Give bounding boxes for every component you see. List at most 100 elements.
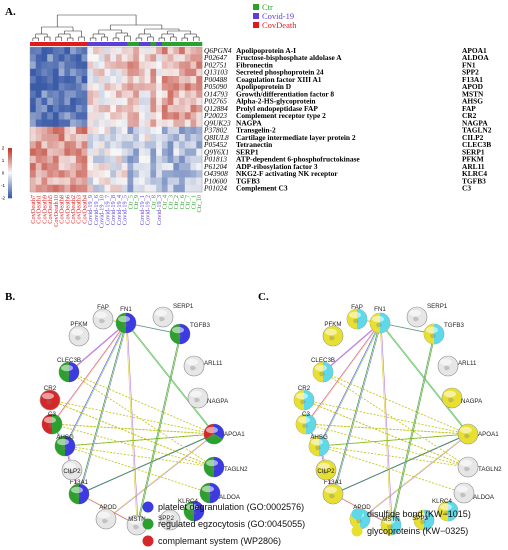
net-b-node-sector	[214, 457, 224, 477]
net-b-node-gloss	[190, 390, 202, 398]
net-b-node-fap	[92, 308, 114, 330]
column-label: CovDeath2	[70, 195, 77, 224]
heatmap-cell	[138, 61, 145, 70]
net-b-node-serp1	[152, 306, 174, 328]
heatmap-cell	[58, 119, 65, 128]
column-label: Covid-19_1	[139, 195, 146, 225]
term-label: complemant system (WP2806)	[158, 536, 281, 546]
heatmap-cell	[30, 68, 37, 77]
heatmap-cell	[133, 112, 140, 120]
row-protein-name: Apolipoprotein A-I	[236, 46, 296, 55]
heatmap-cell	[196, 83, 203, 91]
heatmap-cell	[167, 126, 174, 135]
heatmap-cell	[138, 54, 145, 62]
heatmap-cell	[121, 68, 128, 77]
heatmap-cell	[81, 141, 88, 149]
net-c-node-label: F13A1	[324, 479, 343, 486]
heatmap-cell	[93, 141, 100, 149]
color-scale-step	[8, 168, 12, 171]
row-accession: P05452	[203, 140, 227, 149]
heatmap-cell	[150, 97, 157, 106]
heatmap-cell	[196, 163, 203, 171]
net-c-edge	[305, 322, 381, 425]
heatmap-cell	[64, 97, 71, 106]
net-c-node-label: SPP2	[412, 515, 428, 522]
group-bar-cell	[150, 42, 157, 46]
heatmap-cell	[87, 61, 94, 70]
heatmap-cell	[116, 47, 123, 55]
heatmap-cell	[144, 54, 151, 62]
color-scale-step	[8, 178, 12, 181]
heatmap-cell	[196, 170, 203, 178]
heatmap-cell	[190, 163, 197, 171]
heatmap-cell	[93, 163, 100, 171]
heatmap-cell	[167, 61, 174, 70]
net-c-node-label: FAP	[351, 304, 363, 311]
heatmap-cell	[41, 61, 48, 70]
net-c-node-label: ARL11	[458, 360, 477, 367]
heatmap-cell	[184, 163, 191, 171]
column-label: CovDeath1	[36, 195, 43, 224]
net-b-edge	[78, 433, 215, 495]
net-b-node-label: NAGPA	[207, 398, 229, 405]
heatmap-cell	[30, 47, 37, 55]
net-c-node-pfkm	[322, 325, 344, 347]
heatmap-cell	[70, 177, 77, 186]
heatmap-cell	[127, 105, 134, 113]
heatmap-cell	[47, 97, 54, 106]
net-c-node-label: APOA1	[478, 431, 499, 438]
net-c-node-arl11	[437, 355, 459, 377]
column-label: Ctr_6	[179, 195, 186, 209]
heatmap-cell	[52, 54, 59, 62]
heatmap-cell	[121, 134, 128, 142]
heatmap-cell	[196, 68, 203, 77]
column-label: CovDeath3	[76, 195, 83, 224]
net-b-node-structure	[194, 397, 200, 403]
heatmap-cell	[35, 170, 42, 178]
row-gene: FN1	[462, 60, 476, 69]
heatmap-cell	[87, 119, 94, 128]
heatmap-cell	[75, 163, 82, 171]
color-scale-tick: 1	[2, 158, 5, 163]
net-b-node-gloss	[64, 462, 76, 470]
heatmap-cell	[87, 97, 94, 106]
heatmap-cell	[156, 184, 163, 193]
heatmap-cell	[75, 90, 82, 99]
heatmap-cell	[161, 90, 168, 99]
net-c-node-gloss	[383, 517, 395, 525]
heatmap-cell	[98, 155, 105, 164]
group-bar-cell	[138, 42, 145, 46]
row-accession: O43908	[204, 169, 228, 178]
color-scale-step	[8, 184, 12, 187]
net-b-node-label: PFKM	[70, 321, 87, 328]
heatmap-cell	[75, 148, 82, 157]
heatmap-cell	[179, 54, 186, 62]
heatmap-cell	[64, 54, 71, 62]
heatmap-cell	[116, 170, 123, 178]
group-bar-cell	[87, 42, 94, 46]
row-accession: P05090	[203, 82, 227, 91]
heatmap-cell	[133, 134, 140, 142]
net-b-node-gloss	[118, 315, 130, 323]
net-c-node-label: C3	[302, 411, 310, 418]
net-c-node-structure	[464, 433, 470, 439]
heatmap-cell	[58, 90, 65, 99]
panel-a-label: A.	[5, 6, 16, 18]
net-b-edge	[64, 445, 211, 494]
color-scale-step	[8, 182, 12, 185]
heatmap-cell	[127, 141, 134, 149]
row-protein-name: SERP1	[236, 147, 259, 156]
net-c-node-label: FN1	[374, 306, 386, 313]
heatmap-cell	[75, 54, 82, 62]
heatmap-cell	[70, 112, 77, 120]
net-c-node-structure	[413, 316, 419, 322]
heatmap-cell	[30, 112, 37, 120]
heatmap-cell	[110, 177, 117, 186]
net-b-node-structure	[68, 469, 74, 475]
net-c-node-gloss	[318, 462, 330, 470]
net-c-node-ahsg	[308, 435, 330, 457]
group-bar-cell	[93, 42, 100, 46]
heatmap-cell	[184, 177, 191, 186]
row-gene: APOA1	[462, 46, 487, 55]
heatmap-cell	[47, 105, 54, 113]
